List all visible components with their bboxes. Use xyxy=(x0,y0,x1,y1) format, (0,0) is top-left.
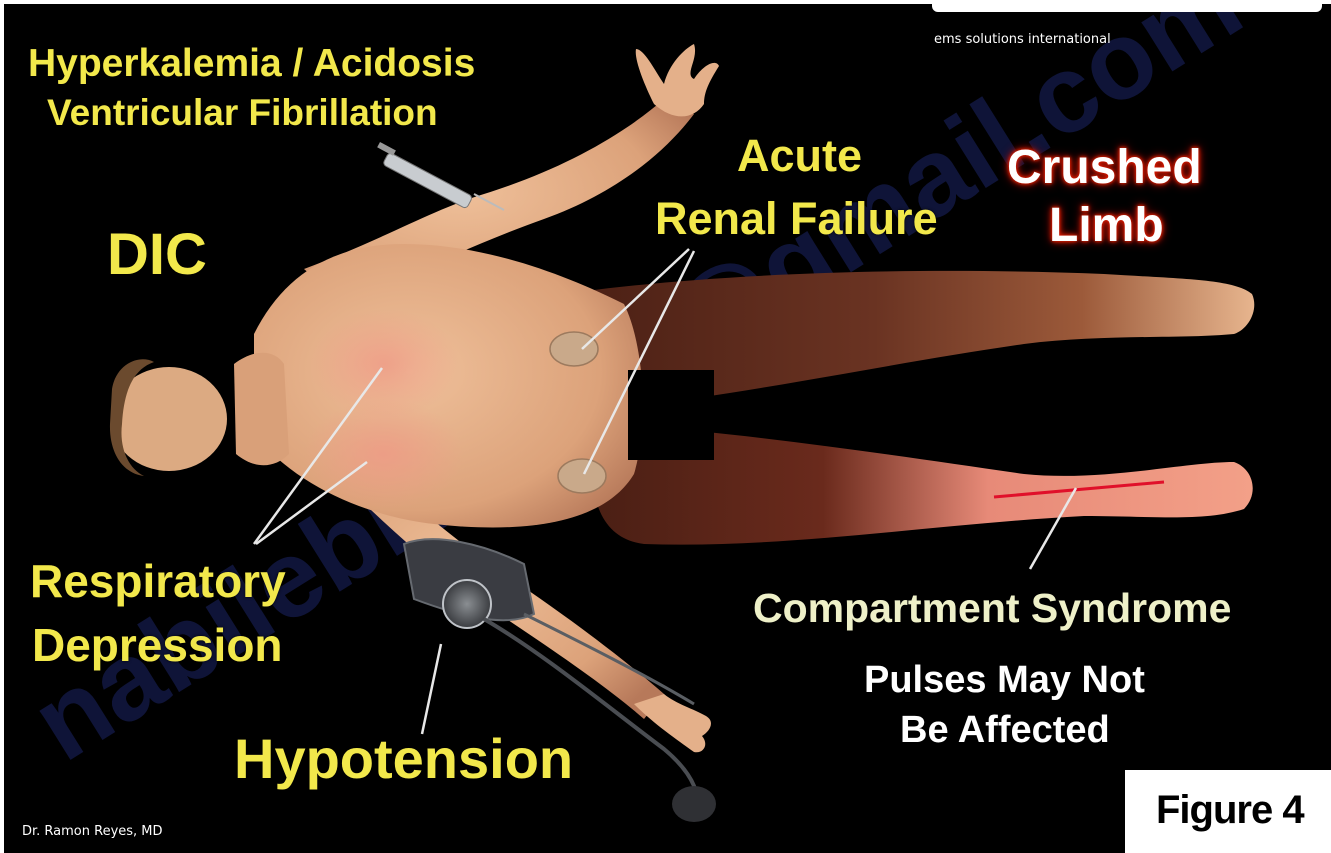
raised-hand xyxy=(636,44,719,116)
crushed-label: Crushed xyxy=(1007,140,1202,195)
hyperkalemia-label: Hyperkalemia / Acidosis xyxy=(28,42,475,86)
vfib-label: Ventricular Fibrillation xyxy=(47,92,438,134)
kidney-upper-icon xyxy=(550,332,598,366)
acute-label: Acute xyxy=(737,130,862,182)
kidney-lower-icon xyxy=(558,459,606,493)
chest-flush-lower xyxy=(304,399,464,509)
hypotension-label: Hypotension xyxy=(234,726,573,791)
credit-caption: Dr. Ramon Reyes, MD xyxy=(22,824,163,839)
depression-label: Depression xyxy=(32,618,283,672)
lower-hand xyxy=(634,694,711,752)
neck xyxy=(234,353,289,466)
pulses-line1-label: Pulses May Not xyxy=(864,659,1145,702)
pulses-line2-label: Be Affected xyxy=(900,709,1110,752)
compartment-syndrome-label: Compartment Syndrome xyxy=(753,585,1231,632)
top-bar xyxy=(932,0,1322,12)
site-name: ems solutions international xyxy=(934,32,1111,47)
figure-stage: nabilebraheim@gmail.com xyxy=(4,4,1331,853)
syringe-icon xyxy=(377,142,504,210)
figure-label: Figure 4 xyxy=(1156,788,1304,833)
respiratory-label: Respiratory xyxy=(30,554,286,608)
dic-label: DIC xyxy=(107,221,207,288)
renal-failure-label: Renal Failure xyxy=(655,193,938,245)
limb-label: Limb xyxy=(1049,198,1164,253)
censor-box xyxy=(628,370,714,460)
